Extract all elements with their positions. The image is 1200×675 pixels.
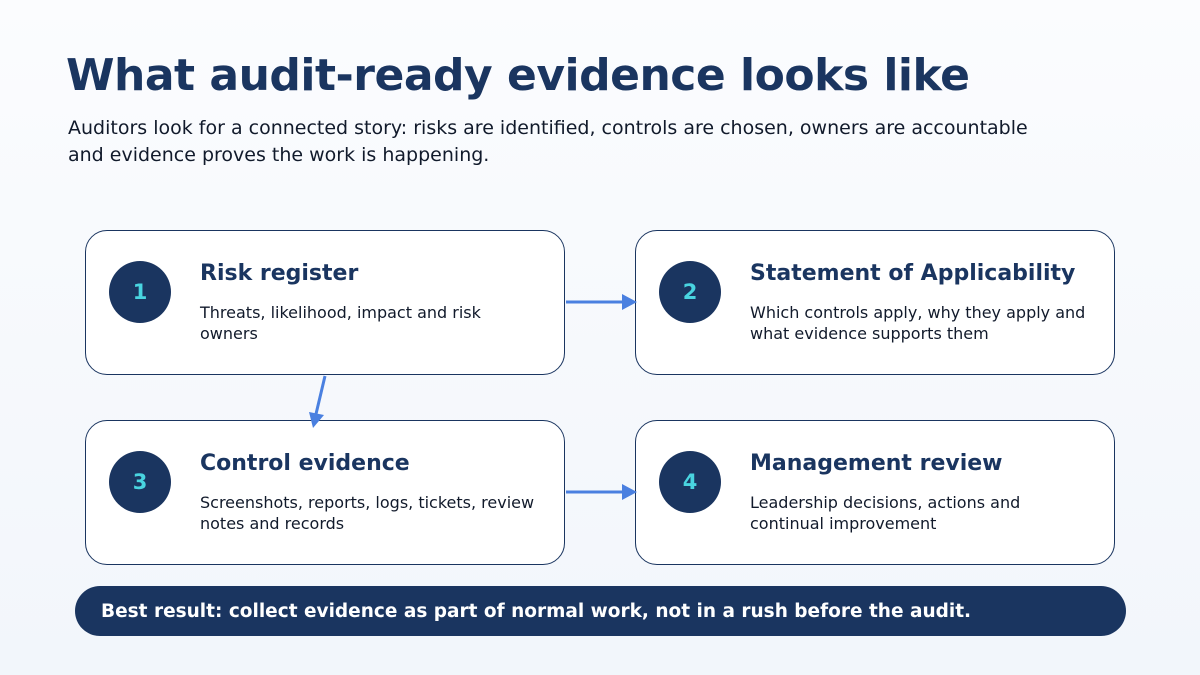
step-number-badge: 1 (109, 261, 171, 323)
step-card-statement-of-applicability: 2 Statement of Applicability Which contr… (635, 230, 1115, 375)
page-subtitle: Auditors look for a connected story: ris… (68, 117, 1028, 166)
step-title: Risk register (200, 261, 359, 286)
step-number-badge: 4 (659, 451, 721, 513)
step-card-management-review: 4 Management review Leadership decisions… (635, 420, 1115, 565)
step-number-badge: 3 (109, 451, 171, 513)
best-result-banner: Best result: collect evidence as part of… (75, 586, 1126, 636)
arrow-step3-to-step4 (566, 484, 637, 500)
step-title: Management review (750, 451, 1003, 476)
step-description: Leadership decisions, actions and contin… (750, 493, 1021, 533)
step-title: Control evidence (200, 451, 410, 476)
step-number-badge: 2 (659, 261, 721, 323)
step-title: Statement of Applicability (750, 261, 1076, 286)
step-description: Threats, likelihood, impact and risk own… (200, 303, 481, 343)
page-title: What audit-ready evidence looks like (66, 50, 970, 101)
arrow-step1-to-step2 (566, 294, 637, 310)
step-card-risk-register: 1 Risk register Threats, likelihood, imp… (85, 230, 565, 375)
step-card-control-evidence: 3 Control evidence Screenshots, reports,… (85, 420, 565, 565)
step-description: Which controls apply, why they apply and… (750, 303, 1086, 343)
step-description: Screenshots, reports, logs, tickets, rev… (200, 493, 535, 533)
